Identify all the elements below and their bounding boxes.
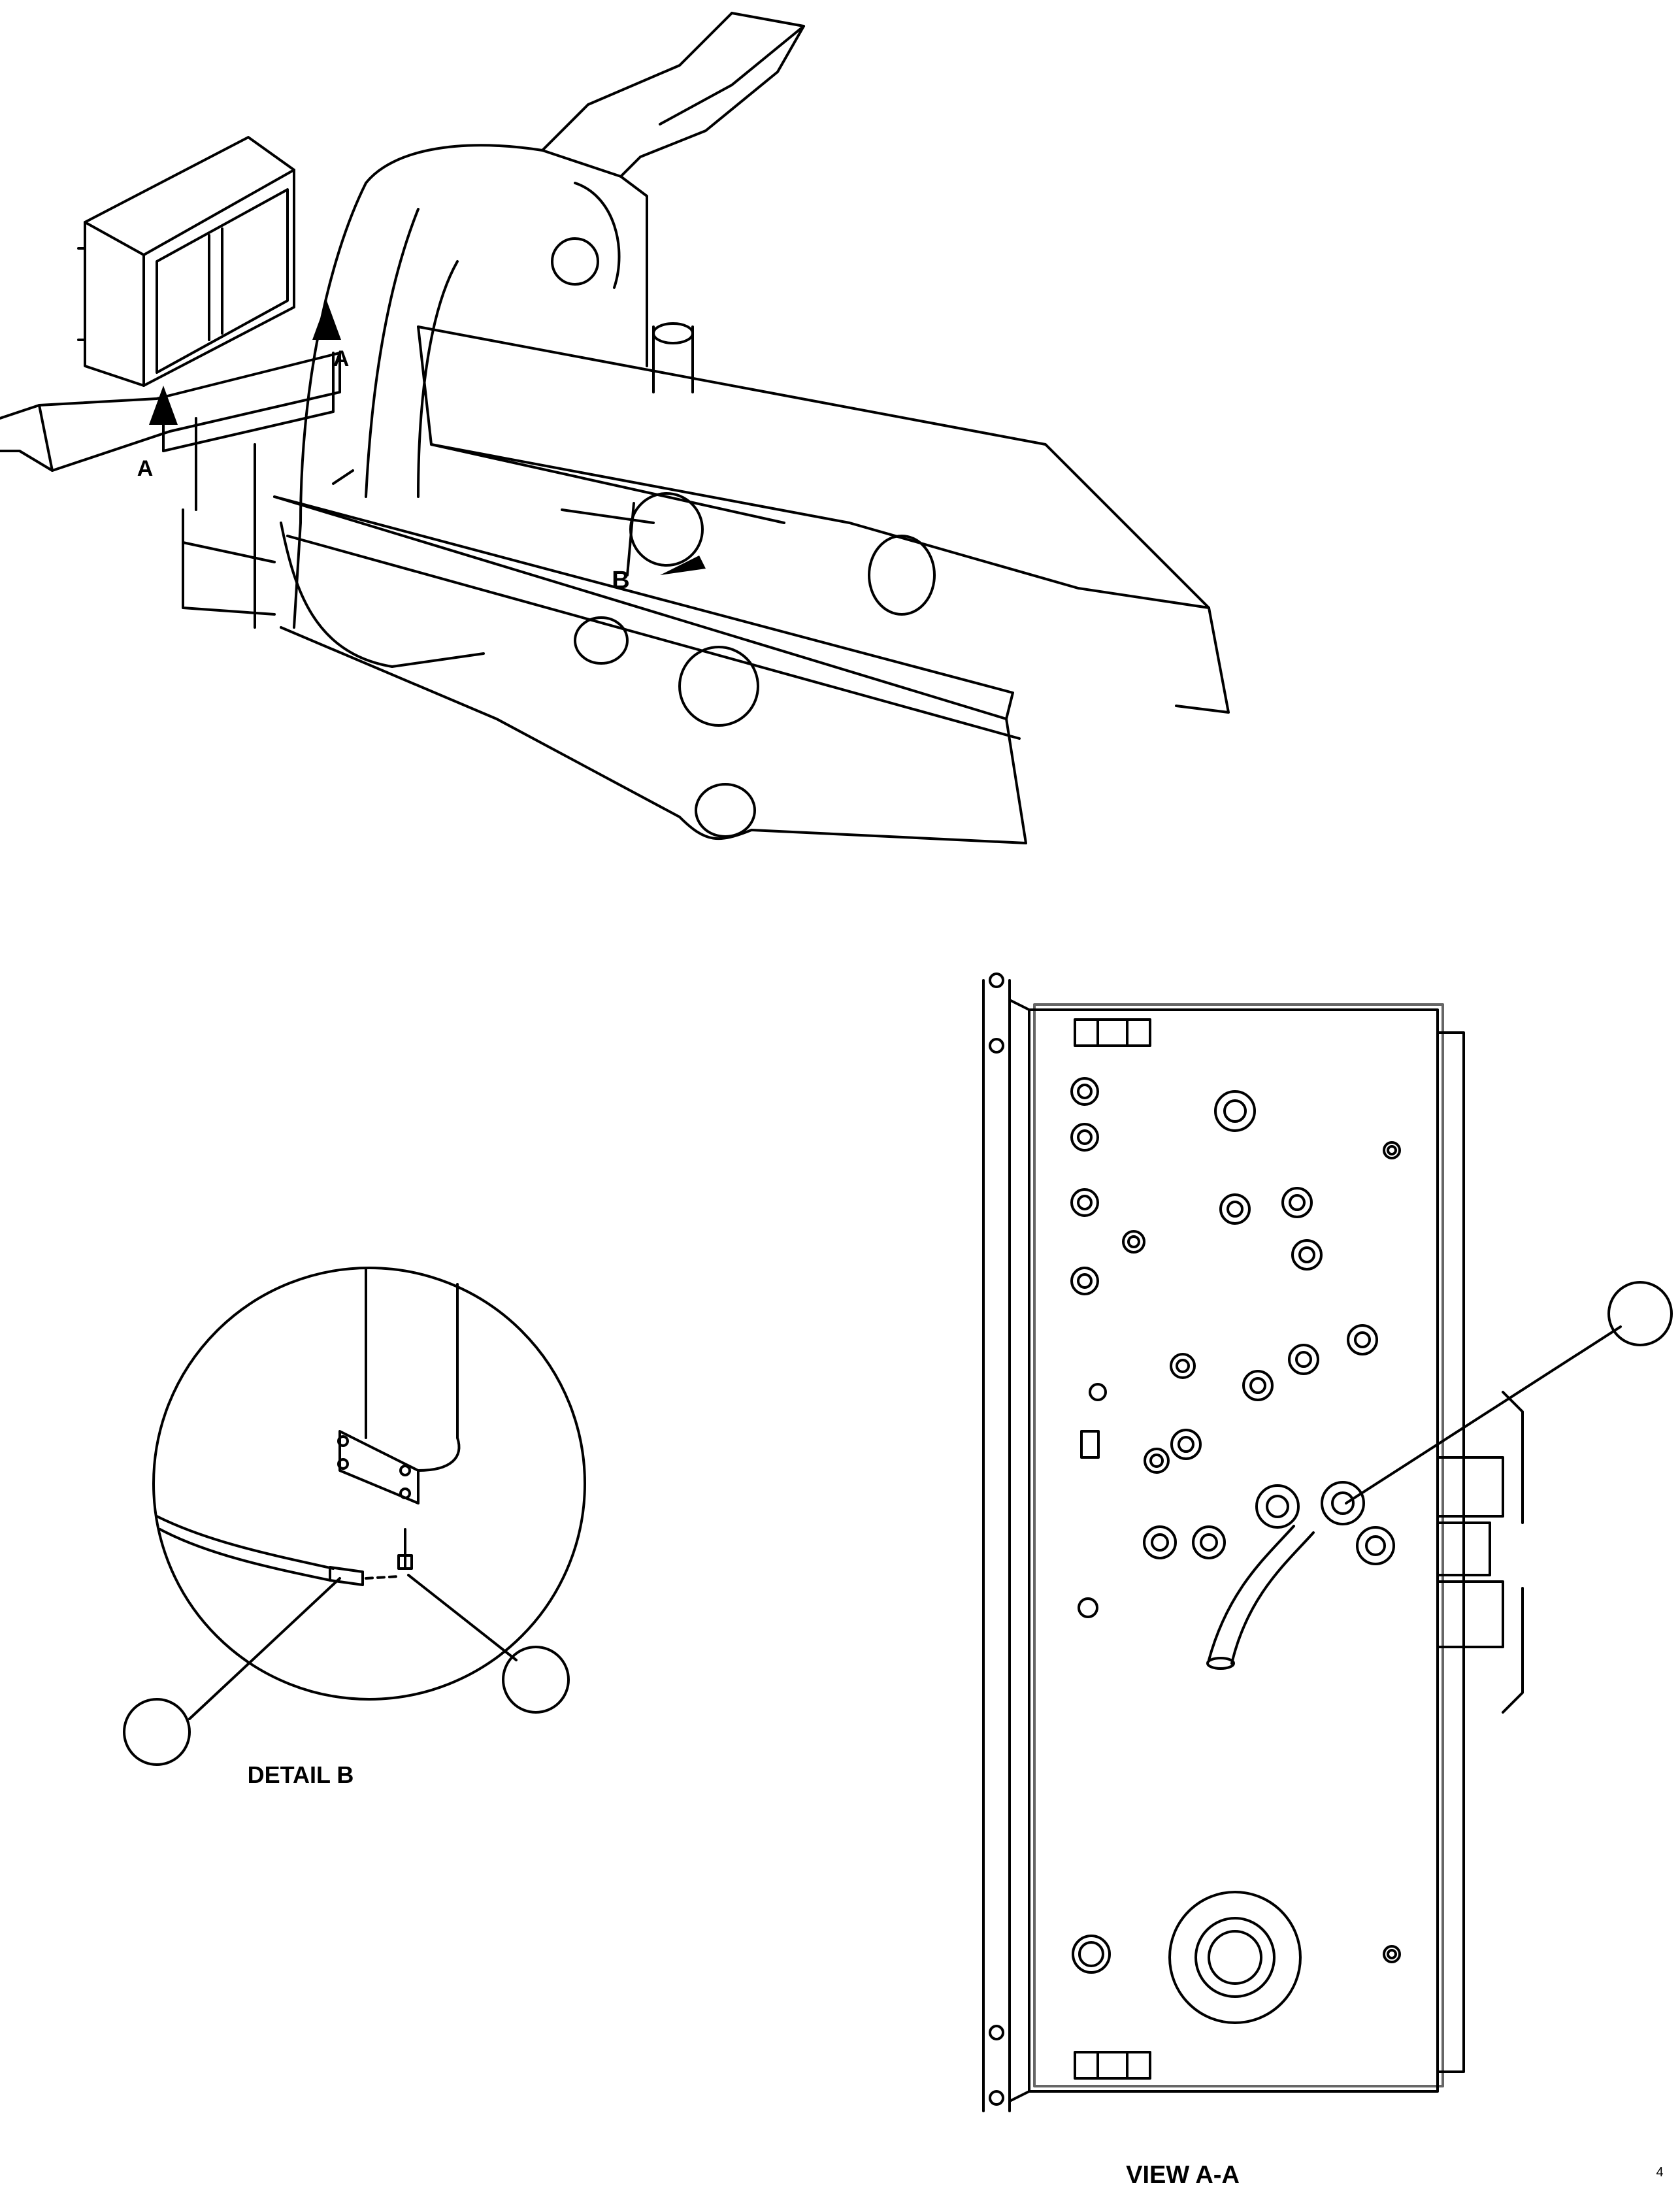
- sheet-id: 4: [1656, 2165, 1663, 2180]
- view-arrow-head-right: [312, 301, 341, 340]
- callout-circle-view: [1607, 1281, 1673, 1346]
- fittings: [1070, 1077, 1401, 2024]
- frame-assembly: [0, 12, 1230, 844]
- view-caption: VIEW A-A: [1126, 2161, 1240, 2189]
- detail-b-marker: [626, 492, 704, 576]
- control-box: [77, 136, 295, 387]
- view-arrow-label-left: A: [137, 456, 154, 481]
- detail-caption: DETAIL B: [248, 1761, 354, 1788]
- callout-circle-detail-right: [502, 1646, 570, 1714]
- view-a-a: [982, 972, 1673, 2112]
- detail-marker-label: B: [612, 567, 629, 594]
- detail-b-view: [123, 1267, 586, 1766]
- view-arrow-head-left: [149, 386, 178, 425]
- view-arrow-label-right: A: [333, 346, 350, 371]
- detail-marker-arrow: [660, 556, 706, 575]
- callout-circle-detail-left: [123, 1698, 191, 1766]
